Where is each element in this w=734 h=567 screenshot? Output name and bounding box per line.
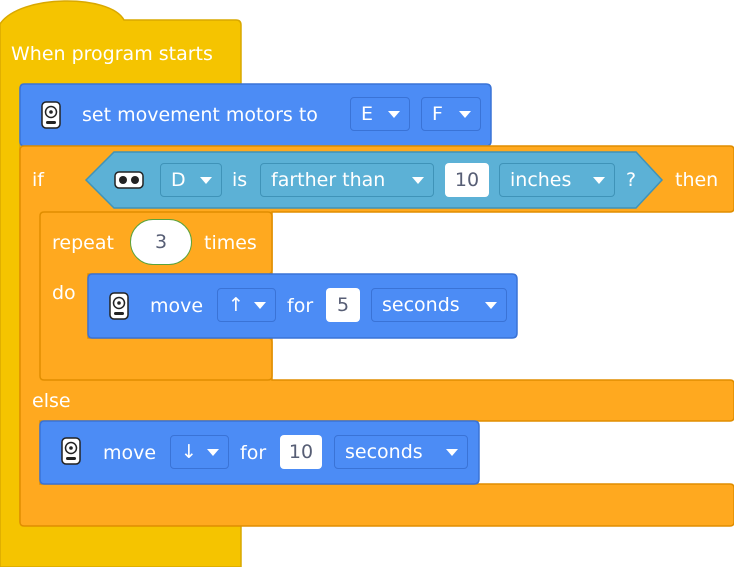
sensor-port-value: D: [171, 169, 186, 191]
times-label: times: [204, 232, 257, 254]
move-backward-direction-value: ↓: [181, 441, 197, 463]
move-forward-unit-value: seconds: [382, 294, 460, 316]
chevron-down-icon: [207, 449, 219, 456]
motor-port-left-value: E: [361, 103, 374, 125]
move-backward-direction-dropdown[interactable]: ↓: [170, 435, 229, 469]
then-label: then: [675, 169, 719, 191]
chevron-down-icon: [388, 111, 400, 118]
distance-unit-value: inches: [510, 169, 572, 191]
move-forward-direction-dropdown[interactable]: ↑: [217, 288, 276, 322]
repeat-count-input[interactable]: 3: [130, 219, 192, 265]
do-label: do: [52, 282, 76, 304]
chevron-down-icon: [459, 111, 471, 118]
chevron-down-icon: [446, 449, 458, 456]
motor-port-right-dropdown[interactable]: F: [421, 97, 481, 131]
move-backward-unit-value: seconds: [345, 441, 423, 463]
move-forward-label: move: [150, 295, 204, 317]
move-forward-duration-input[interactable]: 5: [326, 288, 360, 322]
chevron-down-icon: [485, 302, 497, 309]
distance-unit-dropdown[interactable]: inches: [499, 163, 615, 197]
if-label: if: [32, 169, 44, 191]
move-backward-label: move: [103, 442, 157, 464]
move-backward-for-label: for: [240, 442, 267, 464]
distance-input[interactable]: 10: [445, 163, 489, 197]
comparison-dropdown[interactable]: farther than: [260, 163, 434, 197]
move-forward-unit-dropdown[interactable]: seconds: [371, 288, 507, 322]
set-motors-label: set movement motors to: [82, 104, 318, 126]
move-forward-for-label: for: [287, 295, 314, 317]
distance-sensor-icon: [114, 171, 144, 189]
move-backward-duration-input[interactable]: 10: [280, 435, 322, 469]
chevron-down-icon: [412, 177, 424, 184]
motor-port-right-value: F: [432, 103, 443, 125]
comparison-value: farther than: [271, 169, 386, 191]
chevron-down-icon: [200, 177, 212, 184]
move-backward-unit-dropdown[interactable]: seconds: [334, 435, 468, 469]
motor-pair-icon: [109, 292, 129, 320]
hat-label: When program starts: [11, 43, 213, 65]
motor-port-left-dropdown[interactable]: E: [350, 97, 410, 131]
move-forward-direction-value: ↑: [228, 294, 244, 316]
is-label: is: [232, 169, 248, 191]
else-label: else: [32, 390, 71, 412]
sensor-port-dropdown[interactable]: D: [160, 163, 222, 197]
motor-pair-icon: [61, 437, 81, 465]
repeat-label: repeat: [52, 232, 114, 254]
question-mark: ?: [626, 169, 637, 191]
chevron-down-icon: [593, 177, 605, 184]
motor-pair-icon: [41, 101, 61, 129]
chevron-down-icon: [254, 302, 266, 309]
